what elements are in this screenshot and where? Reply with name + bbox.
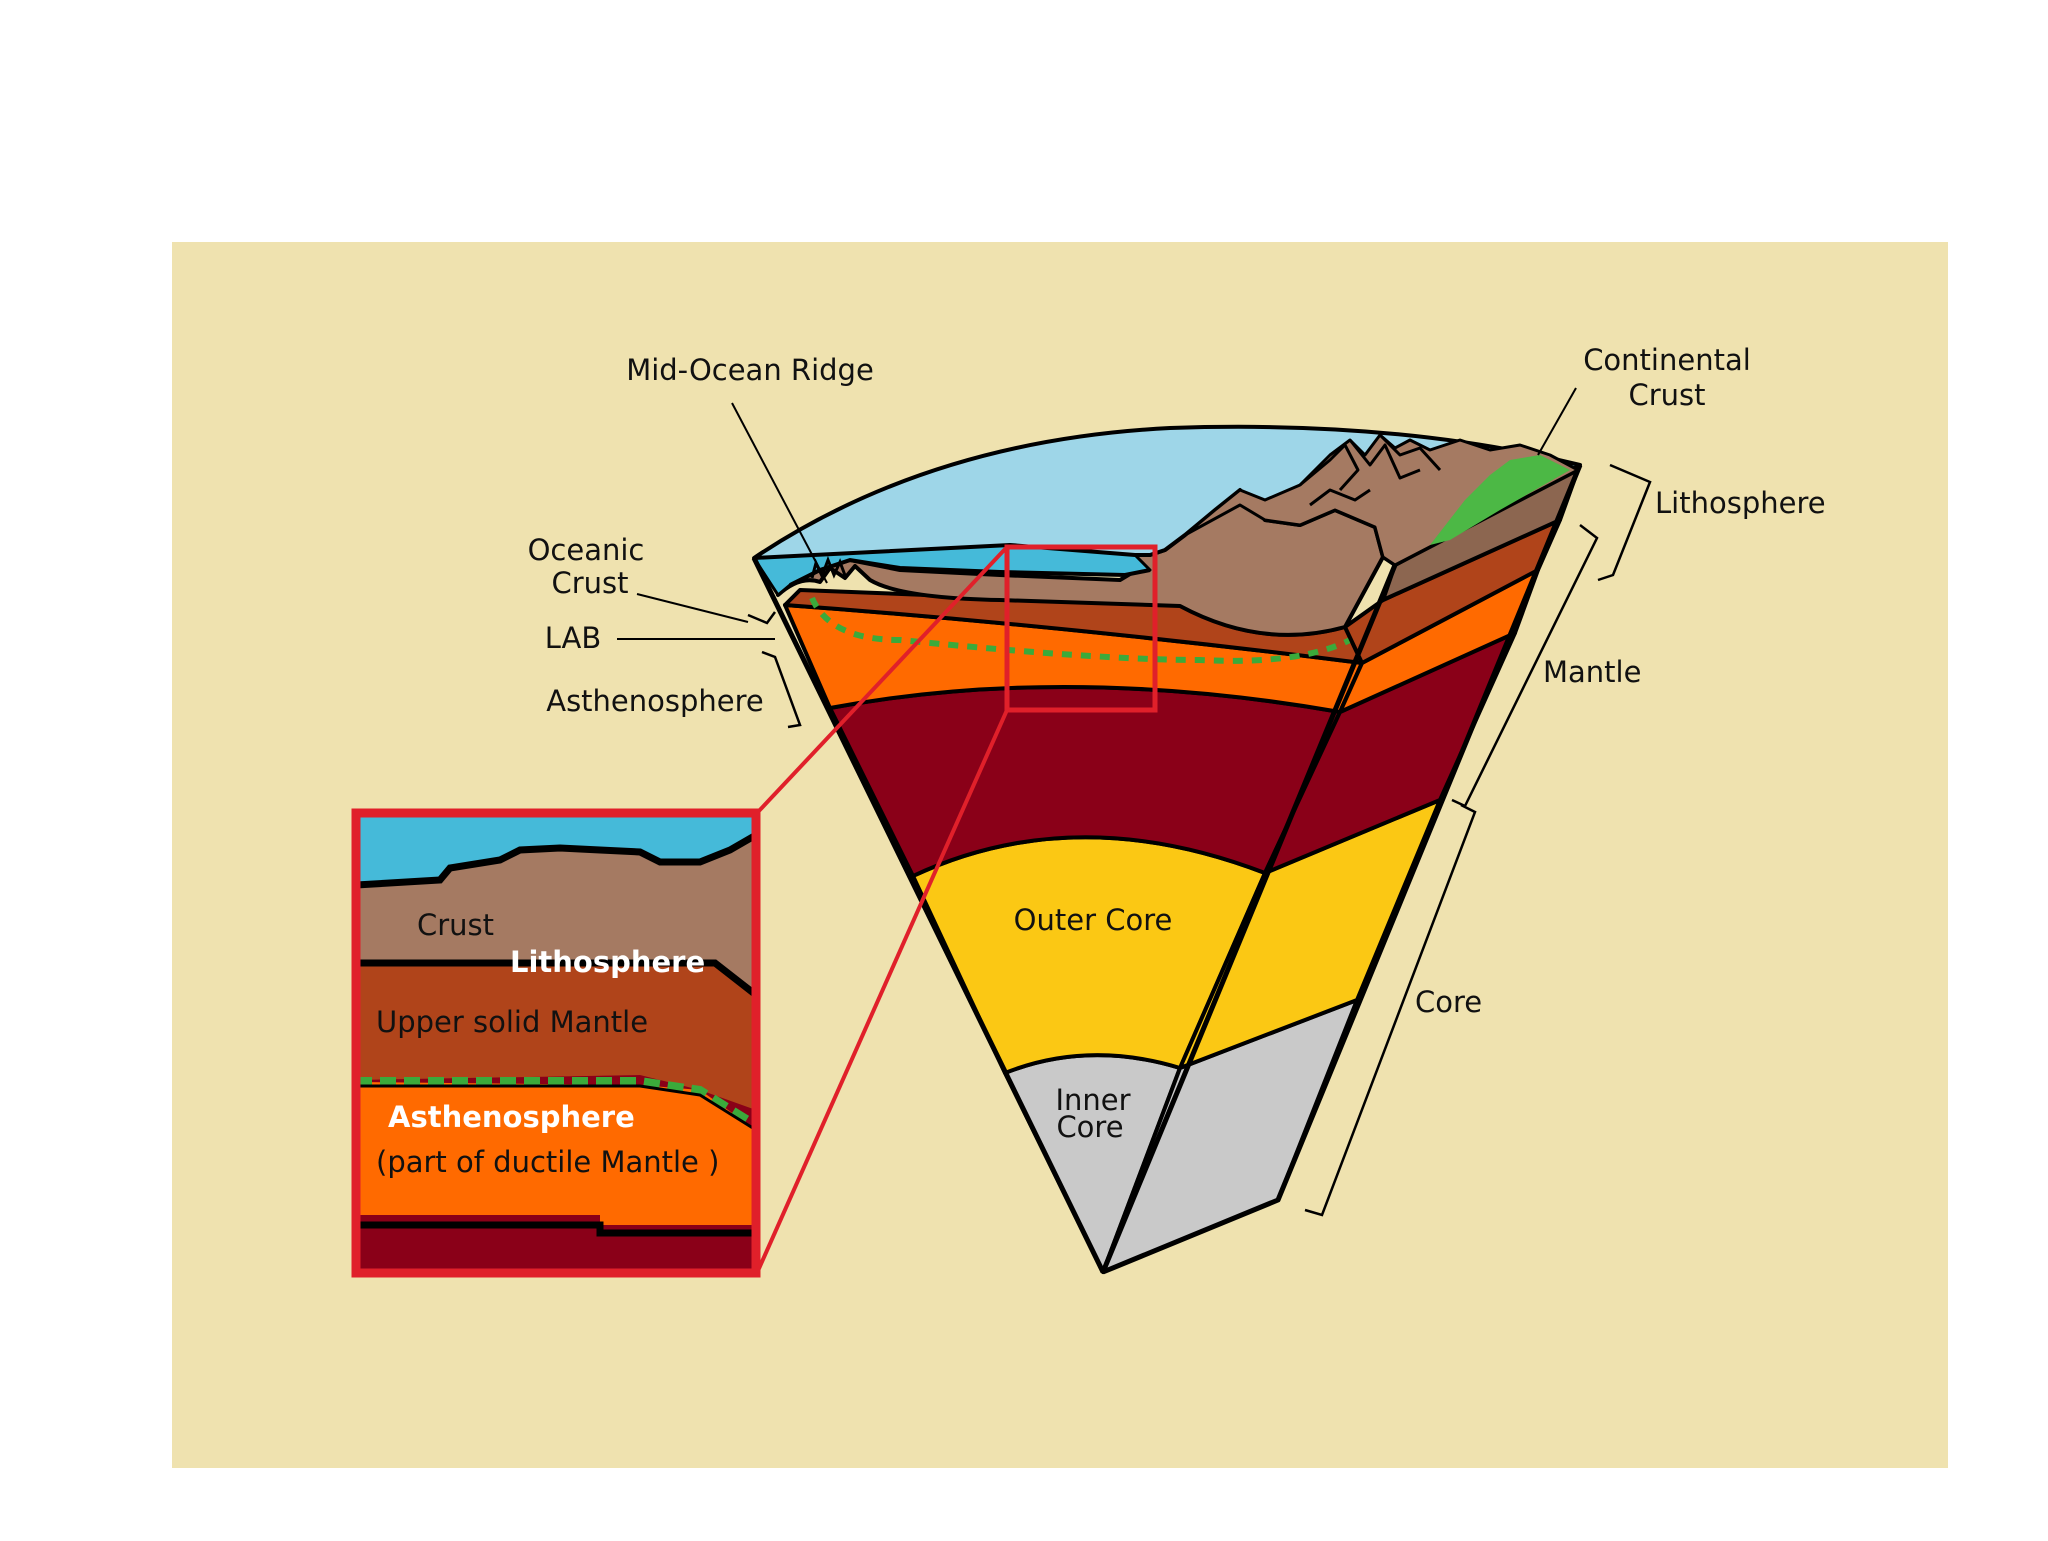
- inset-asthenosphere: [356, 1080, 756, 1225]
- vegetation-area: [1430, 455, 1570, 545]
- mountain-ridges: [1299, 433, 1442, 507]
- earth-top-surface: [752, 424, 1582, 567]
- lithosphere-bracket: [1597, 463, 1652, 582]
- mantle-bracket: [1451, 524, 1599, 808]
- label-core: Core: [1415, 985, 1482, 1019]
- inset-label-crust: Crust: [417, 908, 494, 942]
- inset-frame: [351, 808, 761, 1278]
- wedge-outline: [751, 464, 1583, 1275]
- inset-lab-boundary: [356, 1077, 759, 1129]
- zoom-highlight-box: [1004, 544, 1158, 713]
- lab-boundary-front: [809, 596, 1352, 664]
- inset-zoom-panel: [351, 808, 761, 1278]
- label-inner-core-line2: Core: [1056, 1110, 1123, 1144]
- inset-label-asthenosphere: Asthenosphere: [388, 1100, 635, 1134]
- inset-label-ductile-note: (part of ductile Mantle ): [376, 1145, 719, 1179]
- label-mantle: Mantle: [1543, 655, 1641, 689]
- label-inner-core-line1: Inner: [1055, 1083, 1130, 1117]
- inset-crust: [356, 835, 756, 990]
- earth-wedge-front-face: [752, 488, 1385, 1274]
- zoom-line-top: [755, 545, 1009, 815]
- leader-lines: [617, 387, 1577, 640]
- label-oceanic-crust-line1: Oceanic: [528, 533, 645, 567]
- label-lithosphere: Lithosphere: [1655, 486, 1826, 520]
- label-mid-ocean-ridge: Mid-Ocean Ridge: [626, 353, 874, 387]
- inset-label-upper-solid-mantle: Upper solid Mantle: [376, 1005, 648, 1039]
- oceanic-crust-bracket: [747, 611, 777, 625]
- inset-label-lithosphere: Lithosphere: [510, 945, 705, 979]
- label-continental-crust-line1: Continental: [1583, 343, 1751, 377]
- zoom-line-bottom: [755, 709, 1009, 1274]
- inset-upper-mantle: [356, 965, 756, 1110]
- label-outer-core: Outer Core: [1014, 903, 1173, 937]
- label-oceanic-crust-line2: Crust: [551, 566, 628, 600]
- inset-boundaries: [355, 831, 759, 1237]
- asthenosphere-bracket: [761, 650, 802, 729]
- brackets: [747, 463, 1652, 1217]
- label-lab: LAB: [545, 621, 602, 655]
- inset-lab-shadow: [356, 1084, 757, 1132]
- label-continental-crust-line2: Crust: [1628, 378, 1705, 412]
- core-bracket: [1304, 803, 1477, 1217]
- label-asthenosphere: Asthenosphere: [546, 684, 764, 718]
